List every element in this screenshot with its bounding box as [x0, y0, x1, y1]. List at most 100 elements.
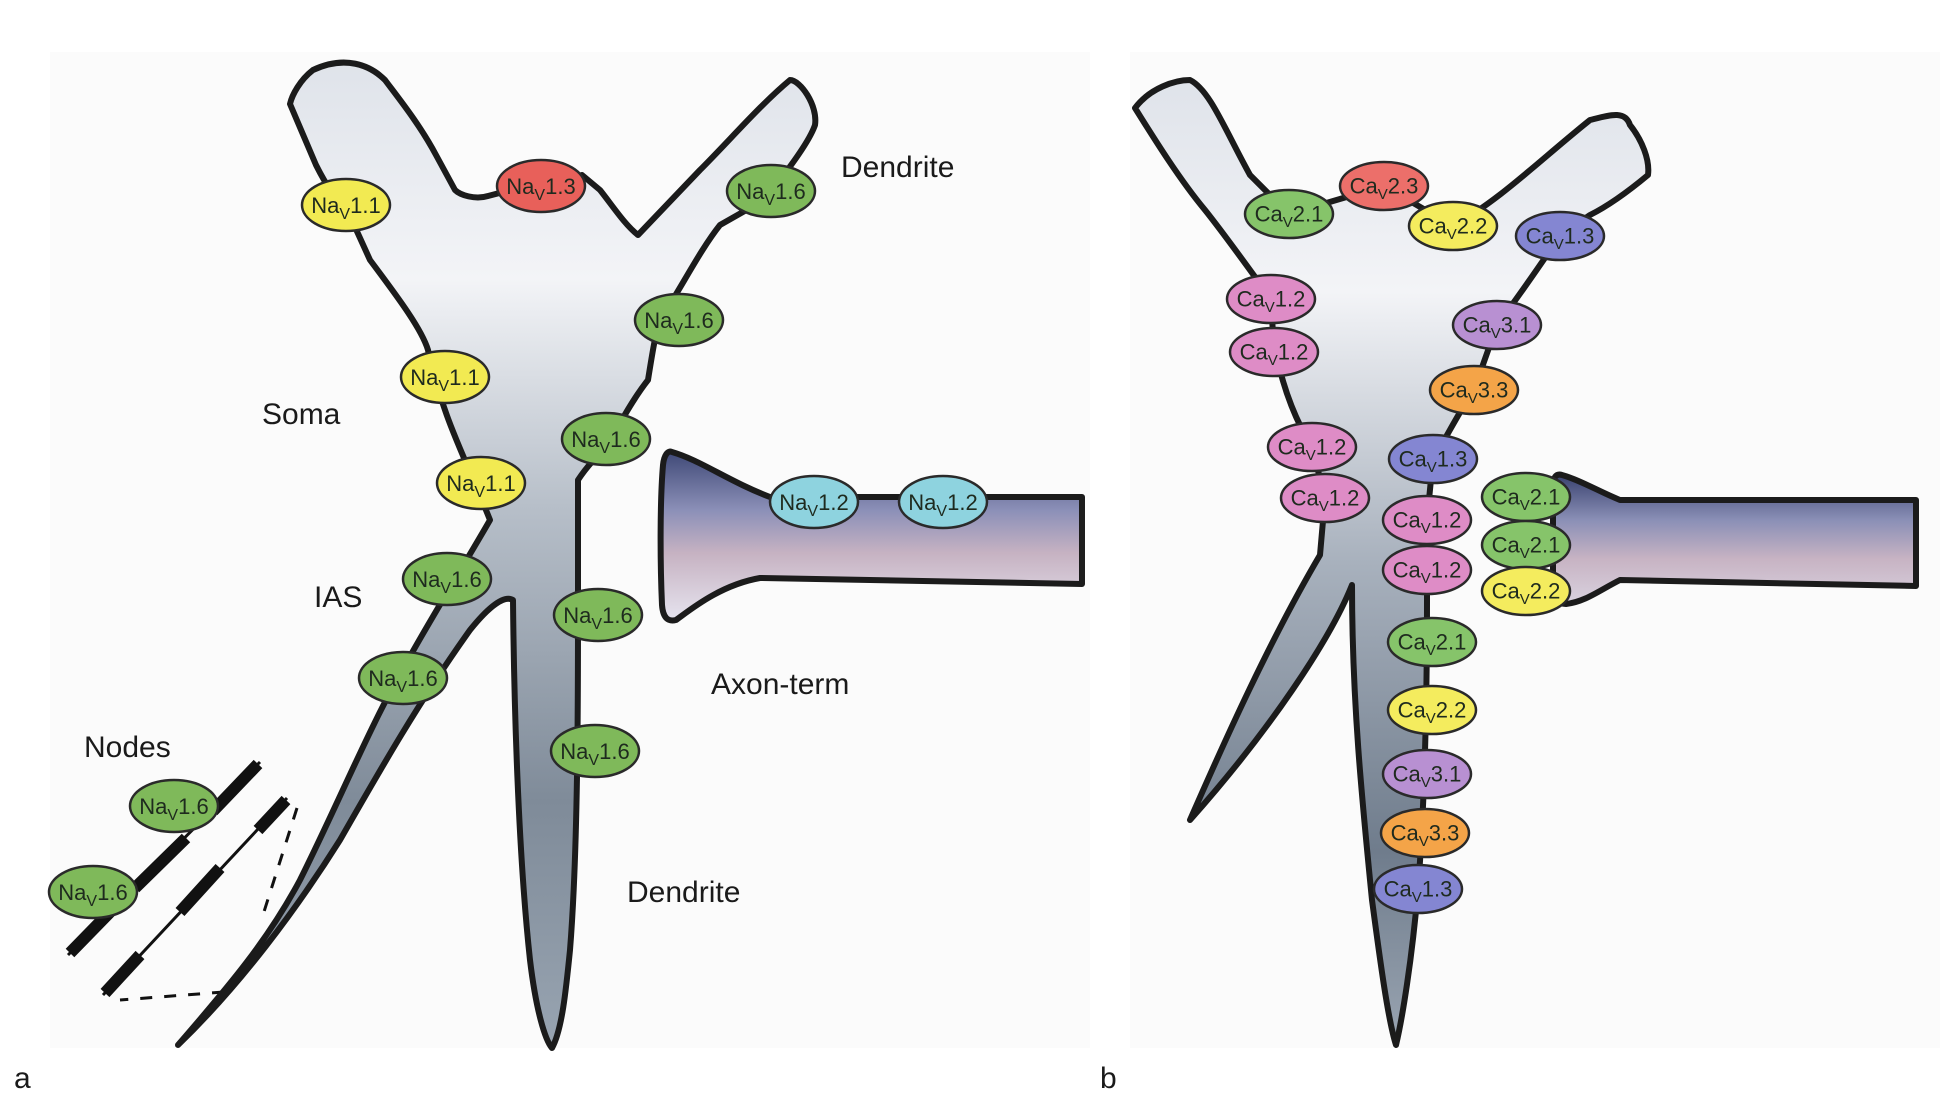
- channel-label: NaV1.1: [410, 365, 479, 395]
- channel-label: NaV1.6: [563, 603, 632, 633]
- channel-ellipse: [1228, 326, 1320, 378]
- label-axon-term: Axon-term: [711, 668, 849, 701]
- channel-cav2-1: CaV2.1: [1480, 471, 1572, 523]
- channel-ellipse: [560, 411, 652, 467]
- channel-ellipse: [1338, 160, 1430, 212]
- channel-nav1-6: NaV1.6: [633, 292, 725, 348]
- channel-ellipse: [768, 474, 860, 530]
- channel-cav2-3: CaV2.3: [1338, 160, 1430, 212]
- channel-ellipse: [1266, 421, 1358, 473]
- channel-label: CaV2.1: [1492, 533, 1561, 563]
- myelin-segment: [100, 950, 145, 998]
- channel-cav3-1: CaV3.1: [1381, 748, 1473, 800]
- channel-cav1-2: CaV1.2: [1225, 273, 1317, 325]
- channel-cav2-1: CaV2.1: [1480, 519, 1572, 571]
- channel-cav2-2: CaV2.2: [1407, 200, 1499, 252]
- panel-label-b: b: [1100, 1062, 1117, 1095]
- channel-cav2-1: CaV2.1: [1243, 188, 1335, 240]
- channel-cav2-1: CaV2.1: [1386, 616, 1478, 668]
- channel-ellipse: [1243, 188, 1335, 240]
- label-dendrite-top: Dendrite: [841, 151, 954, 184]
- channel-cav1-3: CaV1.3: [1514, 210, 1606, 262]
- myelin-segment: [175, 863, 225, 917]
- label-soma: Soma: [262, 398, 341, 431]
- channel-label: NaV1.2: [779, 490, 848, 520]
- channel-nav1-6: NaV1.6: [401, 551, 493, 607]
- channel-label: NaV1.3: [506, 174, 575, 204]
- channel-ellipse: [1386, 684, 1478, 736]
- channel-nav1-2: NaV1.2: [897, 474, 989, 530]
- channel-cav1-3: CaV1.3: [1372, 863, 1464, 915]
- channel-ellipse: [1428, 364, 1520, 416]
- channel-label: CaV1.2: [1278, 435, 1347, 465]
- channel-cav1-2: CaV1.2: [1381, 494, 1473, 546]
- channel-label: CaV1.2: [1237, 287, 1306, 317]
- channel-cav3-3: CaV3.3: [1428, 364, 1520, 416]
- myelin-segment: [130, 833, 191, 893]
- channel-cav1-2: CaV1.2: [1279, 472, 1371, 524]
- channel-nav1-1: NaV1.1: [399, 349, 491, 405]
- channel-label: CaV2.2: [1398, 698, 1467, 728]
- channel-cav1-2: CaV1.2: [1266, 421, 1358, 473]
- myelin-segment: [208, 759, 263, 816]
- channel-nav1-1: NaV1.1: [435, 455, 527, 511]
- channel-cav3-3: CaV3.3: [1379, 807, 1471, 859]
- channel-ellipse: [1514, 210, 1606, 262]
- label-nodes: Nodes: [84, 731, 171, 764]
- myelin-segment: [253, 795, 291, 835]
- panel-label-a: a: [14, 1062, 31, 1095]
- channel-ellipse: [300, 177, 392, 233]
- channel-label: NaV1.6: [139, 794, 208, 824]
- channel-cav2-2: CaV2.2: [1480, 565, 1572, 617]
- channel-nav1-6: NaV1.6: [552, 587, 644, 643]
- channel-ellipse: [399, 349, 491, 405]
- channel-label: CaV2.1: [1492, 485, 1561, 515]
- channel-ellipse: [1407, 200, 1499, 252]
- channel-label: NaV1.6: [560, 739, 629, 769]
- panel-a: Dendrite Soma IAS Axon-term Nodes Dendri…: [14, 59, 1085, 1095]
- myelin-segment: [65, 907, 115, 958]
- channel-nav1-6: NaV1.6: [357, 650, 449, 706]
- channel-label: CaV2.2: [1492, 579, 1561, 609]
- channel-label: CaV2.1: [1398, 630, 1467, 660]
- channel-ellipse: [128, 778, 220, 834]
- channel-nav1-2: NaV1.2: [768, 474, 860, 530]
- channel-label: CaV1.3: [1399, 447, 1468, 477]
- channel-label: CaV1.2: [1393, 558, 1462, 588]
- channel-ellipse: [897, 474, 989, 530]
- channel-label: NaV1.1: [446, 471, 515, 501]
- channel-label: CaV1.2: [1291, 486, 1360, 516]
- channel-nav1-6: NaV1.6: [725, 163, 817, 219]
- channel-label: NaV1.6: [644, 308, 713, 338]
- channel-label: CaV1.2: [1240, 340, 1309, 370]
- channel-ellipse: [1451, 299, 1543, 351]
- channel-ellipse: [1379, 807, 1471, 859]
- label-ias: IAS: [314, 581, 362, 614]
- channel-nav1-3: NaV1.3: [495, 158, 587, 214]
- channel-label: CaV1.3: [1526, 224, 1595, 254]
- channel-label: CaV2.2: [1419, 214, 1488, 244]
- channel-ellipse: [1386, 616, 1478, 668]
- channel-nav1-6: NaV1.6: [560, 411, 652, 467]
- channel-ellipse: [725, 163, 817, 219]
- axon-terminal-a: [657, 448, 1085, 624]
- myelin-nodes: [65, 759, 299, 1002]
- channel-ellipse: [1279, 472, 1371, 524]
- channel-label: NaV1.2: [908, 490, 977, 520]
- channel-ellipse: [401, 551, 493, 607]
- channel-ellipse: [47, 864, 139, 920]
- channel-nav1-6: NaV1.6: [128, 778, 220, 834]
- channel-cav1-3: CaV1.3: [1387, 433, 1479, 485]
- channel-ellipse: [1225, 273, 1317, 325]
- myelin-dashed-outline: [119, 807, 299, 1002]
- channel-ellipse: [495, 158, 587, 214]
- channel-ellipse: [1381, 544, 1473, 596]
- channel-label: CaV3.3: [1391, 821, 1460, 851]
- channel-cav1-2: CaV1.2: [1228, 326, 1320, 378]
- channel-label: CaV1.3: [1384, 877, 1453, 907]
- channel-label: NaV1.6: [736, 179, 805, 209]
- channel-nav1-1: NaV1.1: [300, 177, 392, 233]
- channel-label: NaV1.6: [571, 427, 640, 457]
